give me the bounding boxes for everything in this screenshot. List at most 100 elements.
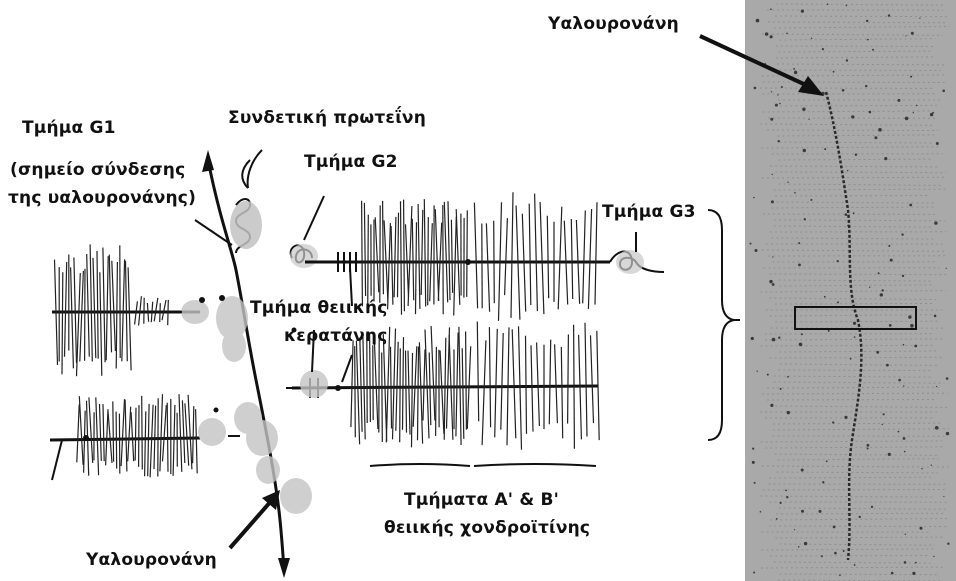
micrograph-speck xyxy=(771,200,774,203)
micrograph-speck xyxy=(754,87,757,90)
micrograph-speck xyxy=(819,510,822,513)
micrograph-fibril xyxy=(769,70,940,71)
micrograph-speck xyxy=(756,19,760,23)
label-segment-g2: Τμήμα G2 xyxy=(304,152,398,172)
micrograph-speck xyxy=(770,118,773,121)
micrograph-speck xyxy=(915,562,917,564)
micrograph-speck xyxy=(854,336,856,338)
micrograph-speck xyxy=(834,552,837,555)
micrograph-speck xyxy=(794,529,795,530)
micrograph-speck xyxy=(821,555,823,557)
micrograph-speck xyxy=(882,424,883,425)
micrograph-speck xyxy=(880,293,883,296)
label-chondroitin-line1: Τμήματα A' & B' xyxy=(404,490,559,510)
micrograph-speck xyxy=(786,496,788,498)
micrograph-speck xyxy=(827,3,829,5)
micrograph-speck xyxy=(942,90,945,93)
micrograph-speck xyxy=(765,32,768,35)
micrograph-speck xyxy=(936,386,937,387)
micrograph-speck xyxy=(771,91,772,92)
micrograph-speck xyxy=(772,283,775,286)
micrograph-speck xyxy=(934,221,937,224)
micrograph-speck xyxy=(891,572,894,575)
micrograph-speck xyxy=(946,268,947,269)
micrograph-speck xyxy=(913,112,914,113)
micrograph-speck xyxy=(757,371,758,372)
micrograph-speck xyxy=(760,511,762,513)
micrograph-speck xyxy=(910,76,912,78)
micrograph-speck xyxy=(909,204,912,207)
micrograph-speck xyxy=(898,379,901,382)
micrograph-speck xyxy=(878,128,882,132)
micrograph-speck xyxy=(897,99,900,102)
micrograph-speck xyxy=(811,38,812,39)
micrograph-speck xyxy=(847,170,848,171)
label-chondroitin-line2: θειικής χονδροϊτίνης xyxy=(384,518,590,538)
micrograph-speck xyxy=(935,426,939,430)
micrograph-speck xyxy=(903,437,906,440)
label-g1-note-line2: της υαλουρονάνης) xyxy=(8,188,196,208)
micrograph-speck xyxy=(908,315,911,318)
micrograph-speck xyxy=(911,32,914,35)
micrograph-speck xyxy=(794,71,797,74)
micrograph-speck xyxy=(872,49,874,51)
micrograph-speck xyxy=(839,574,841,576)
micrograph-speck xyxy=(853,322,856,325)
micrograph-speck xyxy=(781,86,783,88)
micrograph-speck xyxy=(853,212,855,214)
micrograph-speck xyxy=(882,289,884,291)
micrograph-speck xyxy=(878,272,880,274)
micrograph-fibril xyxy=(774,220,945,221)
micrograph-speck xyxy=(822,48,824,50)
micrograph-speck xyxy=(769,280,772,283)
micrograph-speck xyxy=(866,20,868,22)
micrograph-speck xyxy=(946,432,949,435)
micrograph-speck xyxy=(845,213,848,216)
micrograph-speck xyxy=(902,275,904,277)
micrograph-speck xyxy=(801,333,803,335)
micrograph-speck xyxy=(905,35,906,36)
micrograph-speck xyxy=(888,453,891,456)
micrograph-speck xyxy=(904,561,907,564)
micrograph-speck xyxy=(903,344,905,346)
micrograph-speck xyxy=(888,14,890,16)
label-segment-g1: Τμήμα G1 xyxy=(22,118,116,138)
micrograph-speck xyxy=(801,469,804,472)
label-link-protein: Συνδετική πρωτεΐνη xyxy=(228,108,426,128)
micrograph-speck xyxy=(755,249,758,252)
micrograph-speck xyxy=(869,111,872,114)
micrograph-speck xyxy=(786,33,788,35)
micrograph-speck xyxy=(804,218,806,220)
micrograph-speck xyxy=(752,448,754,450)
micrograph-speck xyxy=(904,451,906,453)
micrograph-speck xyxy=(946,377,949,380)
micrograph-speck xyxy=(855,154,857,156)
micrograph-speck xyxy=(826,460,828,462)
micrograph-speck xyxy=(846,59,848,61)
micrograph-speck xyxy=(910,324,914,328)
micrograph-speck xyxy=(867,448,869,450)
micrograph-speck xyxy=(883,413,885,415)
label-keratan-line2: κερατάνης xyxy=(284,326,387,346)
micrograph-speck xyxy=(837,260,839,262)
micrograph-fibril xyxy=(767,130,938,131)
micrograph-speck xyxy=(889,324,892,327)
micrograph-speck xyxy=(824,148,826,150)
micrograph-speck xyxy=(842,89,845,92)
micrograph-speck xyxy=(869,287,870,288)
micrograph-speck xyxy=(752,461,755,464)
label-hyaluronan-top: Υαλουρονάνη xyxy=(548,14,679,34)
micrograph-speck xyxy=(832,421,834,423)
micrograph-speck xyxy=(833,71,835,73)
micrograph-speck xyxy=(867,39,869,41)
micrograph-speck xyxy=(772,338,776,342)
micrograph-speck xyxy=(916,105,918,107)
micrograph-speck xyxy=(798,546,800,548)
micrograph-speck xyxy=(794,192,796,194)
micrograph-speck xyxy=(798,264,801,267)
micrograph-speck xyxy=(824,296,826,298)
micrograph-speck xyxy=(770,8,772,10)
micrograph-speck xyxy=(772,256,773,257)
micrograph-speck xyxy=(777,94,778,95)
